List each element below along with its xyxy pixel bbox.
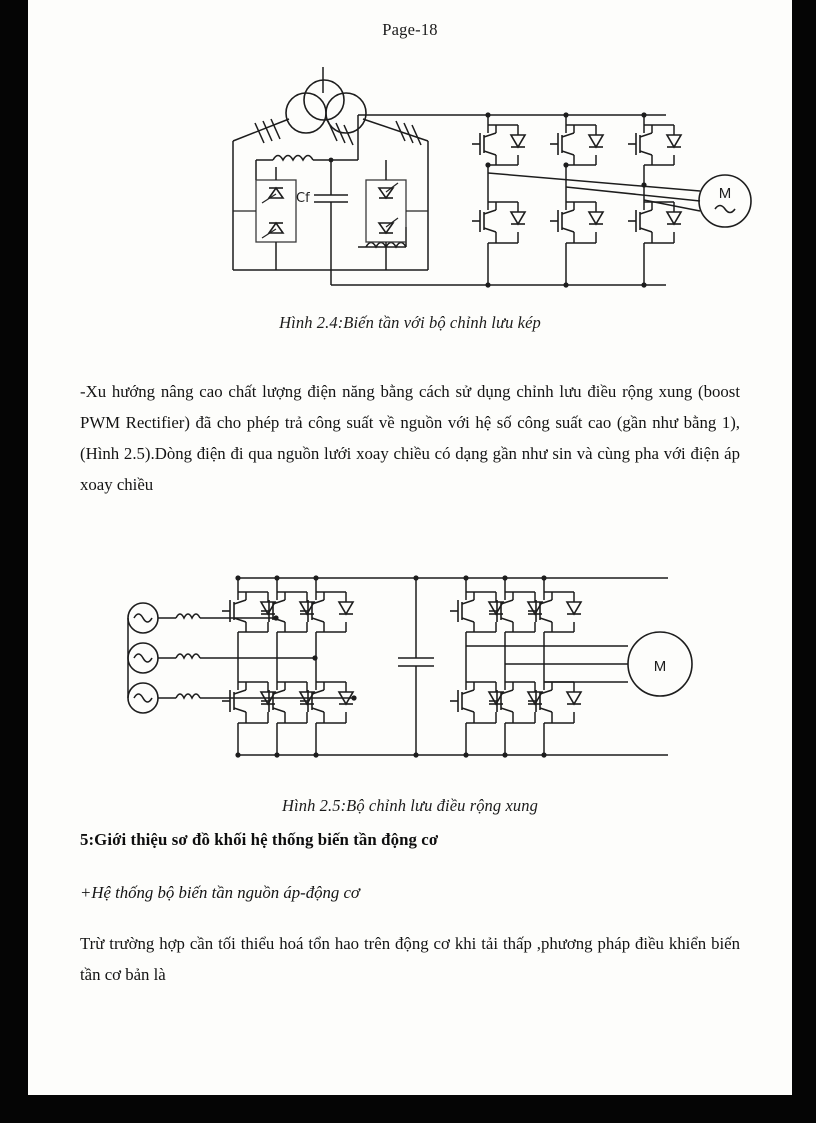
document-page: Page-18: [28, 0, 792, 1095]
motor-symbol-fig25: [627, 631, 693, 697]
fig25-inverter-leg-1: [450, 575, 505, 758]
paragraph-2-text: Trừ trường hợp cần tối thiểu hoá tổn hao…: [80, 934, 740, 984]
ac-source-phase-a: [127, 602, 279, 634]
section-heading: 5:Giới thiệu sơ đồ khối hệ thống biến tầ…: [80, 830, 439, 849]
ac-source-phase-c: [127, 682, 357, 714]
inverter-leg-3: [628, 112, 683, 288]
page-header: Page-18: [382, 20, 438, 39]
motor-ac-mark-fig24: [714, 204, 736, 214]
inverter-leg-1: [472, 112, 527, 288]
motor-label-fig25: M: [654, 658, 667, 675]
fig25-inverter-leg-3: [528, 575, 583, 758]
capacitor-label-cf: Cf: [296, 191, 310, 206]
rectifier-leg-1: [222, 575, 277, 758]
dc-link-capacitor: [398, 575, 434, 758]
inverter-leg-2: [550, 112, 605, 288]
figure-2-4-caption: Hình 2.4:Biến tần với bộ chỉnh lưu kép: [279, 313, 541, 332]
motor-symbol-fig24: [698, 174, 752, 228]
figure-2-5-caption: Hình 2.5:Bộ chỉnh lưu điều rộng xung: [282, 796, 538, 815]
ac-source-phase-b: [127, 642, 318, 674]
paragraph-1: -Xu hướng nâng cao chất lượng điện năng …: [80, 376, 740, 500]
motor-label-fig24: M: [719, 185, 732, 202]
paragraph-2: Trừ trường hợp cần tối thiểu hoá tổn hao…: [80, 928, 740, 990]
figure-2-5: M Hình 2.5:Bộ chỉnh lưu điều rộng xung: [28, 560, 792, 816]
rectifier-leg-3: [300, 575, 355, 758]
figure-2-4-circuit: Cf: [232, 67, 752, 288]
figure-2-5-circuit: M: [127, 575, 693, 758]
paragraph-1-text: -Xu hướng nâng cao chất lượng điện năng …: [80, 382, 740, 494]
figure-2-4: Cf: [28, 55, 792, 333]
fig25-inverter-leg-2: [489, 575, 544, 758]
subsection-heading: +Hệ thống bộ biến tần nguồn áp-động cơ: [80, 883, 360, 902]
rectifier-leg-2: [261, 575, 316, 758]
